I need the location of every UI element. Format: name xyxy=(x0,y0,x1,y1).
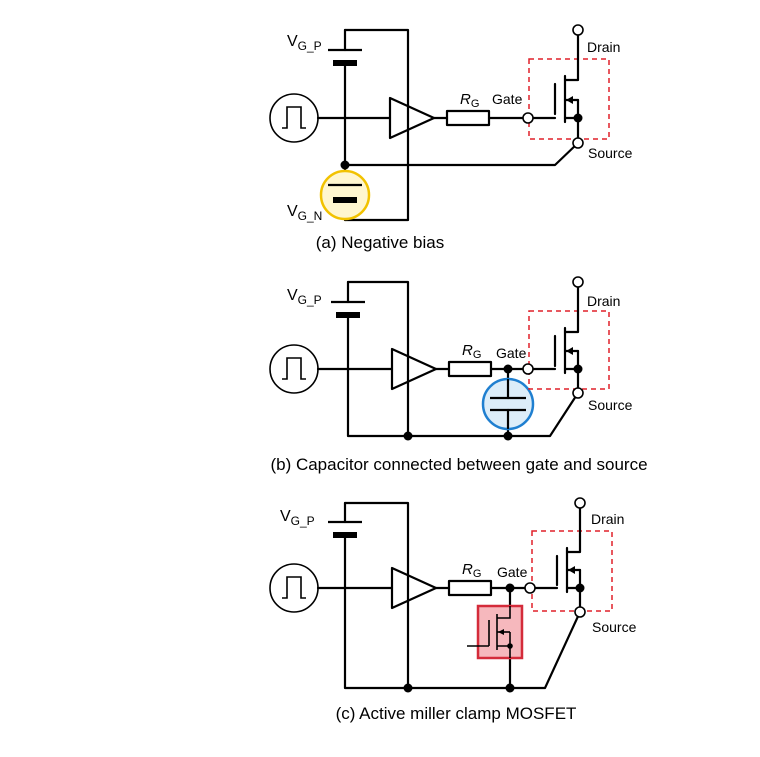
panel-b-gate-driver-buffer xyxy=(390,347,438,391)
panel-a-junction-dot xyxy=(340,160,350,170)
panel-b-junction-dot xyxy=(503,364,513,374)
panel-b-pulse-source-icon xyxy=(269,344,319,394)
panel-b-source-label: Source xyxy=(588,397,633,413)
panel-c-gate-label: Gate xyxy=(497,564,528,580)
panel-c-gate-driver-buffer xyxy=(390,566,438,610)
panel-b-gate-label: Gate xyxy=(496,345,527,361)
panel-c-junction-dot xyxy=(505,583,515,593)
panel-c-rg-label: RG xyxy=(462,561,481,580)
panel-c-junction-dot xyxy=(403,683,413,693)
panel-b-capacitor-gate-source: VG_P RG xyxy=(269,276,648,474)
panel-a-source-label: Source xyxy=(588,145,633,161)
panel-a-mosfet xyxy=(522,24,610,149)
panel-a-gate-label: Gate xyxy=(492,91,523,107)
panel-c-gate-resistor xyxy=(447,579,493,597)
panel-b-vgp-label: VG_P xyxy=(287,287,322,307)
panel-c-caption: (c) Active miller clamp MOSFET xyxy=(336,704,577,723)
panel-b-vgp-battery xyxy=(331,300,365,318)
panel-b-gate-resistor xyxy=(447,360,493,378)
panel-c-active-miller-clamp: VG_P RG xyxy=(269,497,637,723)
panel-c-drain-label: Drain xyxy=(591,511,624,527)
panel-c-junction-dot xyxy=(505,683,515,693)
panel-c-miller-clamp-mosfet xyxy=(467,604,524,660)
panel-a-vgn-battery xyxy=(328,183,362,203)
panel-a-caption: (a) Negative bias xyxy=(316,233,445,252)
panel-b-drain-label: Drain xyxy=(587,293,620,309)
panel-b-caption: (b) Capacitor connected between gate and… xyxy=(270,455,647,474)
panel-a-drain-label: Drain xyxy=(587,39,620,55)
panel-b-rg-label: RG xyxy=(462,342,481,361)
panel-c-vgp-label: VG_P xyxy=(280,508,315,528)
panel-c-vgp-battery xyxy=(328,520,362,538)
panel-a-wires xyxy=(316,28,580,222)
panel-a-negative-bias-highlight xyxy=(319,169,371,221)
panel-b-gate-source-capacitor xyxy=(490,378,526,430)
panel-b-mosfet xyxy=(522,276,610,399)
panel-c-wires xyxy=(316,501,582,690)
panel-a-gate-driver-buffer xyxy=(388,96,436,140)
panel-a-vgn-label: VG_N xyxy=(287,203,322,223)
panel-c-mosfet xyxy=(524,497,613,618)
panel-b-junction-dot xyxy=(503,431,513,441)
panel-a-gate-resistor xyxy=(445,109,491,127)
panel-a-pulse-source-icon xyxy=(269,93,319,143)
panel-b-junction-dot xyxy=(403,431,413,441)
panel-a-vgp-label: VG_P xyxy=(287,33,322,53)
panel-c-source-label: Source xyxy=(592,619,637,635)
panel-a-rg-label: RG xyxy=(460,91,479,110)
panel-a-vgp-battery xyxy=(328,48,362,66)
panel-a-negative-bias: VG_P RG VG_N xyxy=(269,24,633,252)
panel-b-wires xyxy=(316,280,580,438)
panel-c-pulse-source-icon xyxy=(269,563,319,613)
